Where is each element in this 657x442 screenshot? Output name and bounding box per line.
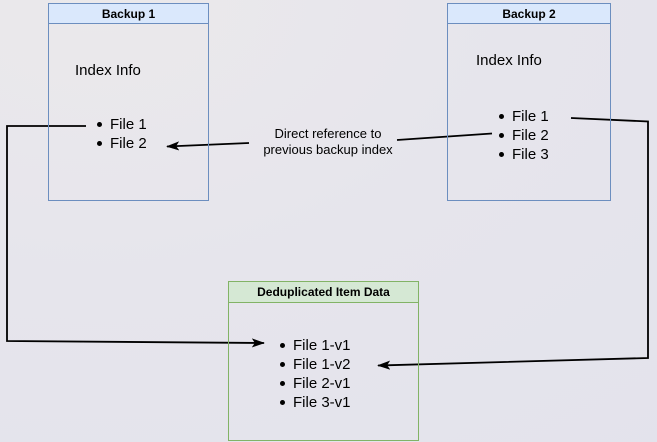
file-label: File 1	[512, 108, 549, 125]
list-item: File 1	[97, 115, 147, 134]
file-label: File 3	[512, 146, 549, 163]
file-label: File 2	[512, 127, 549, 144]
dedup-node: Deduplicated Item Data	[228, 281, 419, 441]
dedup-header: Deduplicated Item Data	[229, 282, 418, 303]
bullet-icon	[280, 381, 285, 386]
bullet-icon	[97, 122, 102, 127]
dedup-file-list: File 1-v1 File 1-v2 File 2-v1 File 3-v1	[280, 336, 351, 412]
dedup-title: Deduplicated Item Data	[257, 285, 390, 299]
bullet-icon	[280, 400, 285, 405]
list-item: File 2	[97, 134, 147, 153]
bullet-icon	[280, 343, 285, 348]
list-item: File 1-v2	[280, 355, 351, 374]
edge-label-line2: previous backup index	[263, 141, 393, 157]
backup1-header: Backup 1	[49, 4, 208, 24]
backup2-node: Backup 2	[447, 3, 611, 201]
edge-label-line1: Direct reference to	[274, 126, 382, 141]
backup2-header: Backup 2	[448, 4, 610, 24]
backup2-title: Backup 2	[502, 6, 556, 21]
list-item: File 1-v1	[280, 336, 351, 355]
list-item: File 3-v1	[280, 393, 351, 412]
bullet-icon	[97, 141, 102, 146]
backup1-file-list: File 1 File 2	[97, 115, 147, 153]
file-label: File 1	[110, 116, 147, 133]
backup2-index-info-label: Index Info	[476, 52, 542, 69]
backup2-file-list: File 1 File 2 File 3	[499, 107, 549, 164]
file-label: File 3-v1	[293, 394, 351, 411]
backup1-node: Backup 1	[48, 3, 209, 201]
list-item: File 1	[499, 107, 549, 126]
list-item: File 2-v1	[280, 374, 351, 393]
file-label: File 2-v1	[293, 375, 351, 392]
direct-reference-edge-label: Direct reference to previous backup inde…	[240, 126, 416, 157]
bullet-icon	[499, 114, 504, 119]
backup1-index-info-label: Index Info	[75, 62, 141, 79]
file-label: File 1-v1	[293, 337, 351, 354]
bullet-icon	[280, 362, 285, 367]
file-label: File 2	[110, 135, 147, 152]
list-item: File 2	[499, 126, 549, 145]
bullet-icon	[499, 133, 504, 138]
file-label: File 1-v2	[293, 356, 351, 373]
list-item: File 3	[499, 145, 549, 164]
backup1-title: Backup 1	[101, 6, 156, 21]
bullet-icon	[499, 152, 504, 157]
